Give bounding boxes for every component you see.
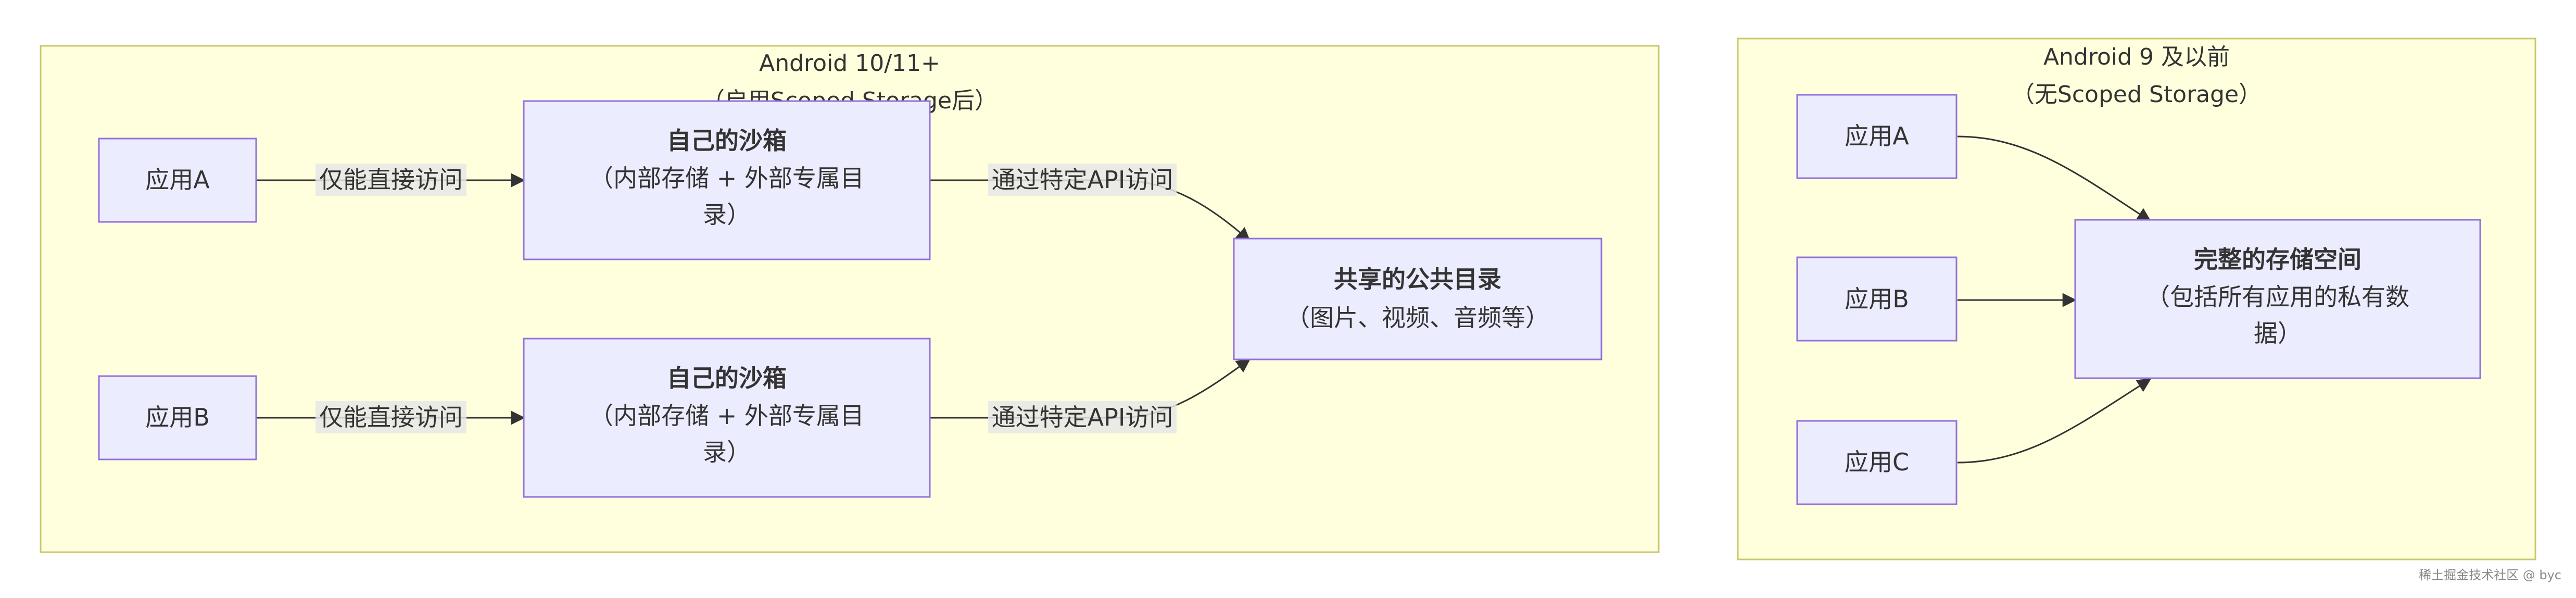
- edge-label-direct-a-text: 仅能直接访问: [319, 166, 463, 194]
- node-app-b-legacy-label: 应用B: [1845, 285, 1909, 313]
- cluster-scoped-title: Android 10/11+: [759, 50, 940, 77]
- node-app-c-legacy: 应用C: [1796, 420, 1958, 505]
- node-app-b-legacy: 应用B: [1796, 256, 1958, 342]
- node-full-storage-line2: 据）: [2254, 319, 2302, 347]
- edge-legacy-app-a-to-storage: [1957, 135, 2152, 222]
- edge-label-direct-b: 仅能直接访问: [315, 401, 466, 433]
- node-full-storage: 完整的存储空间 （包括所有应用的私有数 据）: [2074, 219, 2481, 379]
- node-shared-directory-line1: （图片、视频、音频等）: [1286, 304, 1549, 332]
- node-app-b-scoped-label: 应用B: [145, 403, 210, 431]
- node-full-storage-title: 完整的存储空间: [2194, 245, 2362, 273]
- cluster-legacy-title: Android 9 及以前: [2043, 44, 2230, 70]
- edge-label-api-a: 通过特定API访问: [988, 164, 1177, 196]
- node-sandbox-a: 自己的沙箱 （内部存储 + 外部专属目 录）: [523, 100, 931, 260]
- node-sandbox-b-title: 自己的沙箱: [667, 364, 787, 392]
- node-app-a-scoped-label: 应用A: [145, 166, 210, 194]
- node-sandbox-a-line1: （内部存储 + 外部专属目: [589, 164, 864, 192]
- edge-label-api-a-text: 通过特定API访问: [992, 166, 1173, 194]
- node-app-a-legacy: 应用A: [1796, 94, 1958, 179]
- node-sandbox-b-line1: （内部存储 + 外部专属目: [589, 402, 864, 430]
- cluster-legacy-subtitle: （无Scoped Storage）: [2012, 81, 2262, 108]
- node-sandbox-b: 自己的沙箱 （内部存储 + 外部专属目 录）: [523, 338, 931, 498]
- edge-label-api-b: 通过特定API访问: [988, 401, 1177, 433]
- node-app-b-scoped: 应用B: [98, 375, 257, 460]
- edge-label-direct-a: 仅能直接访问: [315, 164, 466, 196]
- node-sandbox-a-line2: 录）: [703, 201, 751, 229]
- node-app-a-scoped: 应用A: [98, 138, 257, 223]
- node-app-c-legacy-label: 应用C: [1845, 448, 1909, 476]
- watermark: 稀土掘金技术社区 @ byc: [2419, 568, 2561, 582]
- edge-legacy-app-c-to-storage: [1957, 378, 2152, 464]
- node-app-a-legacy-label: 应用A: [1845, 122, 1909, 150]
- node-full-storage-line1: （包括所有应用的私有数: [2146, 283, 2409, 311]
- edge-label-api-b-text: 通过特定API访问: [992, 403, 1173, 431]
- node-sandbox-a-title: 自己的沙箱: [667, 127, 787, 155]
- node-shared-directory-title: 共享的公共目录: [1334, 265, 1501, 293]
- edge-label-direct-b-text: 仅能直接访问: [319, 403, 463, 431]
- node-shared-directory: 共享的公共目录 （图片、视频、音频等）: [1233, 238, 1602, 360]
- node-sandbox-b-line2: 录）: [703, 438, 751, 466]
